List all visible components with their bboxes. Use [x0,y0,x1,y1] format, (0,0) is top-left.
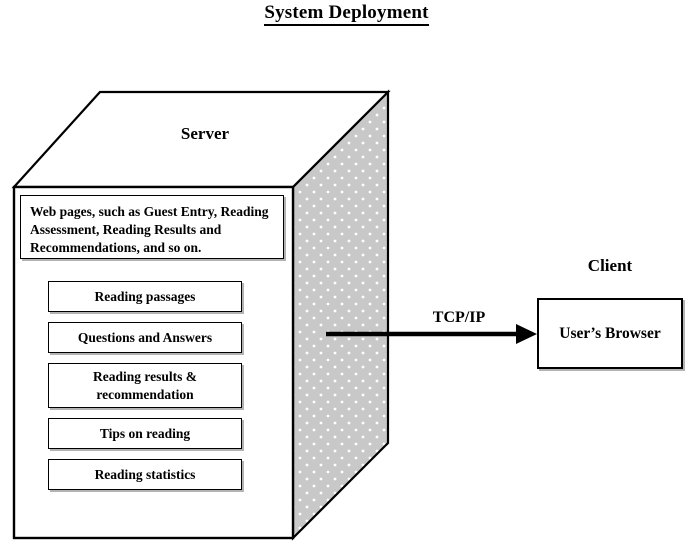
component-label: Reading statistics [94,466,196,482]
server-node-label: Server [180,124,230,143]
client-node-label: Client [587,256,633,275]
connection-protocol-label: TCP/IP [432,309,486,326]
component-label: Reading passages [94,288,196,304]
client-component-label: User’s Browser [559,324,661,342]
web-pages-artifact: Web pages, such as Guest Entry, Reading … [20,195,284,259]
client-node: User’s Browser [537,298,683,369]
component-reading-results-recommendation: Reading results & recommendation [48,363,242,408]
page-title-text: System Deployment [264,2,429,26]
component-questions-and-answers: Questions and Answers [48,322,242,353]
component-label: Tips on reading [99,425,191,441]
page-title: System Deployment [0,2,693,26]
connection-server-to-client: TCP/IP [320,300,545,370]
component-reading-statistics: Reading statistics [48,459,242,490]
connection-arrow-icon [326,324,537,344]
component-label: Questions and Answers [77,329,213,345]
component-reading-passages: Reading passages [48,281,242,312]
web-pages-artifact-label: Web pages, such as Guest Entry, Reading … [30,204,269,255]
component-label: Reading results & recommendation [92,368,197,402]
component-tips-on-reading: Tips on reading [48,418,242,449]
server-node: Server Web pages, such as Guest Entry, R… [10,84,394,546]
